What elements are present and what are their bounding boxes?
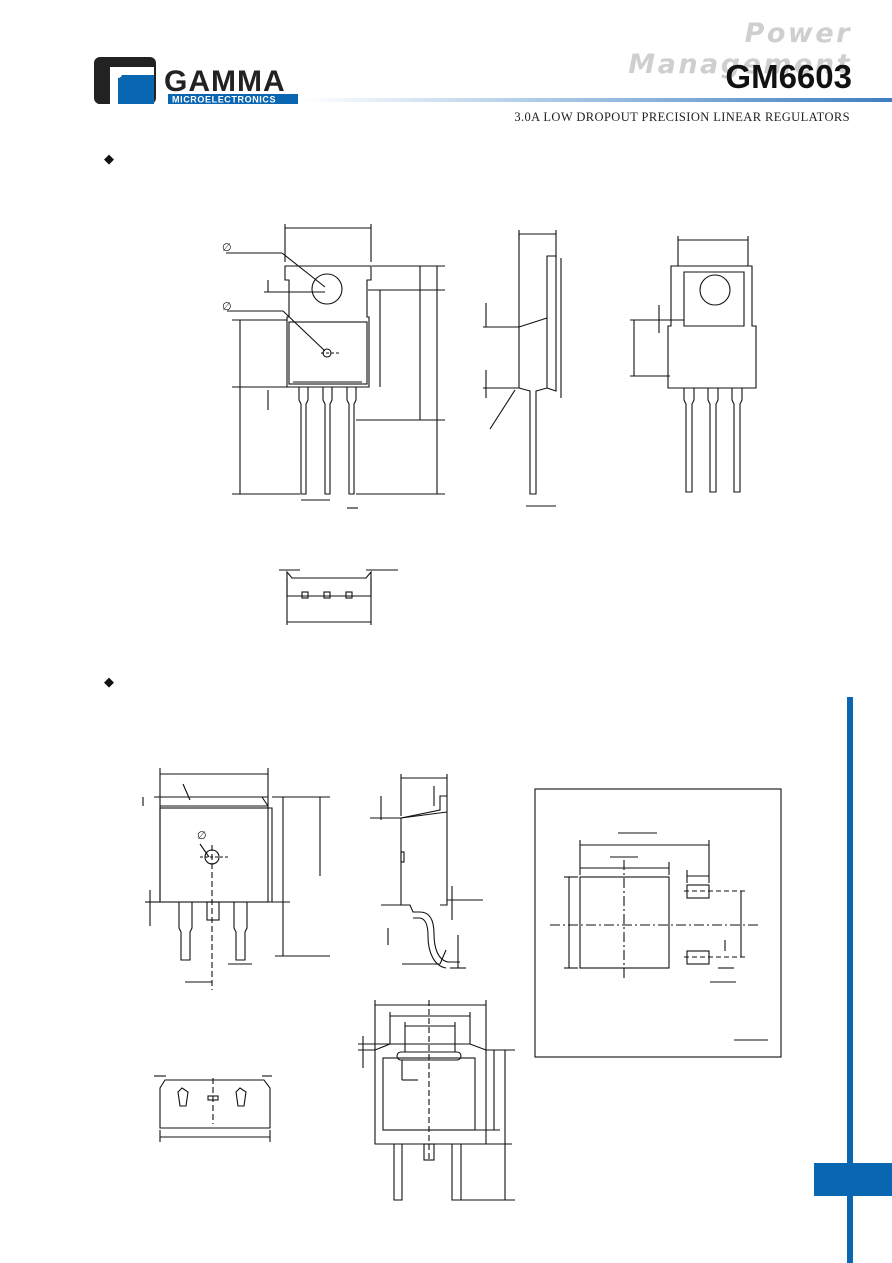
section-marker-to220: ◆	[104, 151, 114, 166]
to220-side-view	[483, 230, 562, 507]
logo-division-name: MICROELECTRONICS	[172, 95, 276, 105]
header-rule	[300, 98, 892, 102]
part-number: GM6603	[725, 58, 852, 95]
to263-bottom-view	[154, 1075, 272, 1142]
to263-front-view	[142, 768, 330, 990]
to220-bottom-view	[279, 569, 398, 625]
diameter-symbol-hole: ∅	[222, 242, 232, 254]
diameter-symbol-pin: ∅	[222, 301, 232, 313]
section-marker-to263: ◆	[104, 674, 114, 689]
gamma-logo-icon: GAMMA MICROELECTRONICS	[94, 57, 298, 105]
company-logo: GAMMA MICROELECTRONICS	[94, 57, 302, 105]
to263-back-view	[358, 1000, 515, 1201]
page-tab	[814, 1163, 892, 1196]
diameter-symbol-to263: ∅	[197, 830, 207, 842]
to263-side-view	[370, 774, 483, 969]
to220-back-view	[630, 236, 757, 493]
sidebar-bar	[847, 697, 853, 1263]
to220-front-view	[226, 224, 445, 509]
section-title: Power Management	[628, 18, 852, 80]
logo-company-name: GAMMA	[164, 65, 286, 98]
footprint-panel	[534, 788, 782, 1058]
document-subtitle: 3.0A LOW DROPOUT PRECISION LINEAR REGULA…	[514, 110, 850, 124]
